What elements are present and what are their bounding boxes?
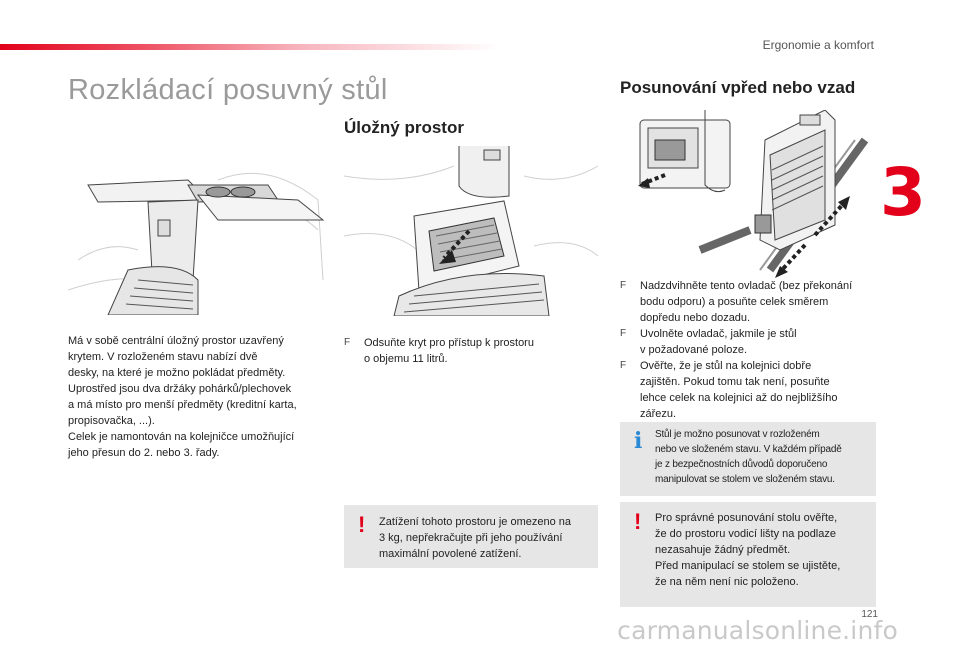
step-line: Uvolněte ovladač, jakmile je stůl [640, 328, 797, 340]
info-line: manipulovat se stolem ve složeném stavu. [655, 474, 835, 485]
table-illustration [68, 140, 328, 315]
step-line: zajištěn. Pokud tomu tak není, posuňte [640, 376, 830, 388]
storage-warning-box: ! Zatížení tohoto prostoru je omezeno na… [344, 505, 598, 568]
intro-line: propisovačka, ...). [68, 415, 155, 427]
rail-slide-drawing [638, 110, 869, 278]
bullet-marker: F [620, 360, 627, 371]
storage-step: F Odsuňte kryt pro přístup k prostoru o … [344, 335, 598, 367]
info-line: je z bezpečnostních důvodů doporučeno [655, 459, 828, 470]
info-line: nebo ve složeném stavu. V každém případě [655, 444, 842, 455]
page-number: 121 [861, 609, 878, 620]
step-line: bodu odporu) a posuňte celek směrem [640, 296, 829, 308]
storage-heading: Úložný prostor [344, 118, 464, 137]
warning-line: 3 kg, nepřekračujte při jeho používání [379, 532, 563, 544]
move-step: F Nadzdvihněte tento ovladač (bez překon… [620, 278, 876, 326]
move-illustration [620, 110, 876, 280]
move-info-box: i Stůl je možno posunovat v rozloženém n… [620, 422, 876, 496]
warning-icon: ! [358, 512, 366, 537]
step-line: v požadované poloze. [640, 344, 748, 356]
bullet-marker: F [344, 337, 351, 348]
intro-line: desky, na které je možno pokládat předmě… [68, 367, 286, 379]
warning-line: že na něm není nic položeno. [655, 576, 799, 588]
warning-icon: ! [634, 509, 642, 534]
step-line: dopředu nebo dozadu. [640, 312, 751, 324]
step-line: Nadzdvihněte tento ovladač (bez překonán… [640, 280, 853, 292]
step-line: Odsuňte kryt pro přístup k prostoru [364, 337, 534, 349]
warning-line: Před manipulací se stolem se ujistěte, [655, 560, 841, 572]
step-line: lehce celek na kolejnici až do nejbližší… [640, 392, 838, 404]
move-info-text: Stůl je možno posunovat v rozloženém neb… [655, 427, 873, 487]
info-icon: i [634, 428, 643, 454]
intro-line: a má místo pro menší předměty (kreditní … [68, 399, 297, 411]
step-line: zářezu. [640, 408, 677, 420]
intro-line: krytem. V rozloženém stavu nabízí dvě [68, 351, 258, 363]
chapter-number: 3 [880, 154, 926, 231]
page-title: Rozkládací posuvný stůl [68, 74, 388, 106]
step-line: o objemu 11 litrů. [364, 353, 448, 365]
bullet-marker: F [620, 280, 627, 291]
intro-line: jeho přesun do 2. nebo 3. řady. [68, 447, 220, 459]
storage-warning-text: Zatížení tohoto prostoru je omezeno na 3… [379, 514, 593, 562]
move-step: F Uvolněte ovladač, jakmile je stůl v po… [620, 326, 876, 358]
intro-line: Uprostřed jsou dva držáky pohárků/plecho… [68, 383, 292, 395]
storage-compartment-drawing [344, 146, 598, 316]
warning-line: maximální povolené zatížení. [379, 548, 522, 560]
folding-table-drawing [68, 172, 325, 315]
storage-illustration [344, 146, 598, 316]
move-instructions: F Nadzdvihněte tento ovladač (bez překon… [620, 278, 876, 422]
watermark: carmanualsonline.info [617, 616, 898, 645]
move-warning-text: Pro správné posunování stolu ověřte, že … [655, 510, 873, 590]
warning-line: nezasahuje žádný předmět. [655, 544, 791, 556]
header-accent-bar [0, 44, 500, 50]
warning-line: Zatížení tohoto prostoru je omezeno na [379, 516, 572, 528]
move-warning-box: ! Pro správné posunování stolu ověřte, ž… [620, 502, 876, 607]
section-title: Ergonomie a komfort [762, 38, 874, 52]
intro-text: Má v sobě centrální úložný prostor uzavř… [68, 333, 328, 461]
step-line: Ověřte, že je stůl na kolejnici dobře [640, 360, 812, 372]
intro-line: Má v sobě centrální úložný prostor uzavř… [68, 335, 284, 347]
bullet-marker: F [620, 328, 627, 339]
intro-line: Celek je namontován na kolejničce umožňu… [68, 431, 295, 443]
warning-line: že do prostoru vodicí lišty na podlaze [655, 528, 836, 540]
warning-line: Pro správné posunování stolu ověřte, [655, 512, 838, 524]
info-line: Stůl je možno posunovat v rozloženém [655, 429, 820, 440]
move-heading: Posunování vpřed nebo vzad [620, 78, 856, 97]
storage-instructions: F Odsuňte kryt pro přístup k prostoru o … [344, 335, 598, 367]
move-step: F Ověřte, že je stůl na kolejnici dobře … [620, 358, 876, 422]
